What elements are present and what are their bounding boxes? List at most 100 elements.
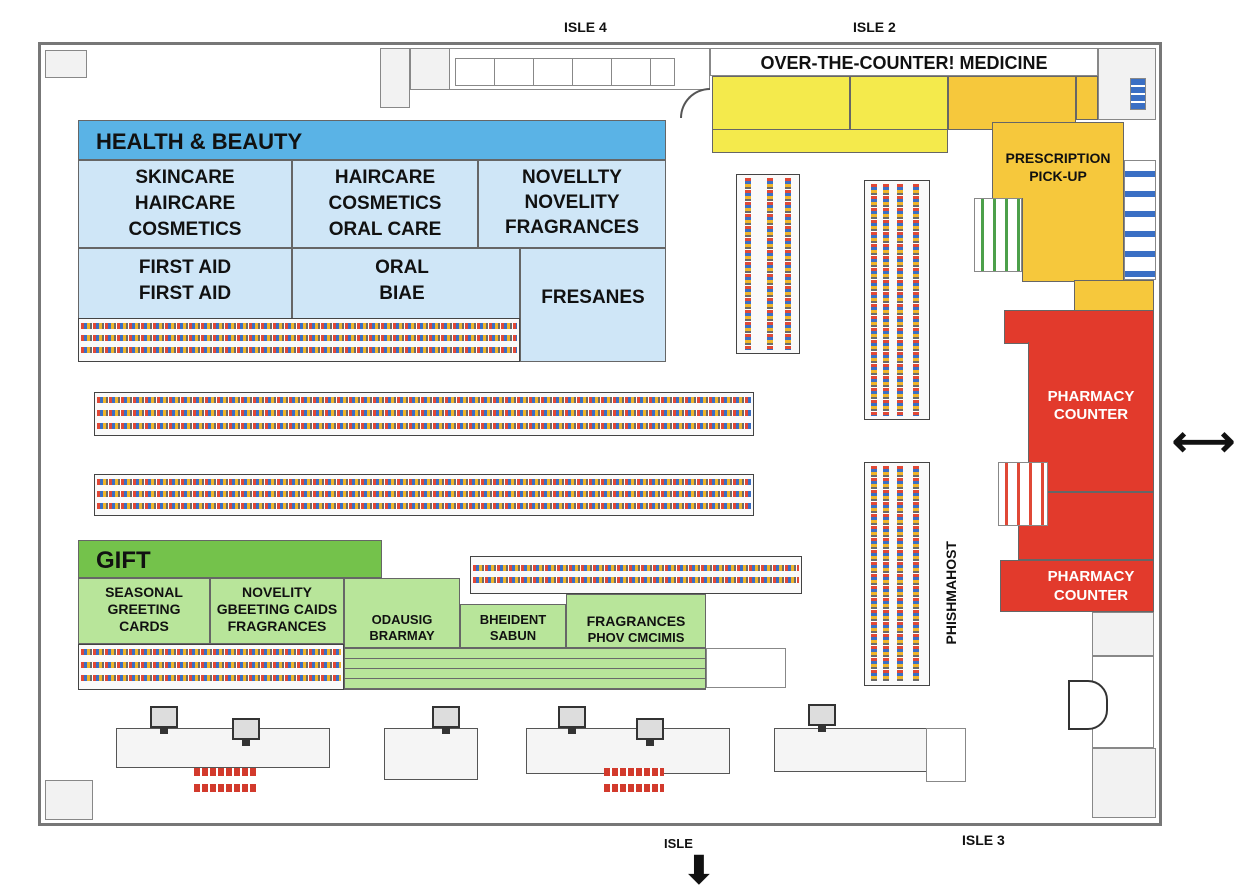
hb-haircare-line-1: HAIRCARE	[334, 167, 436, 188]
corner-fixture-top-left	[45, 50, 87, 78]
pharmacy-counter-lower-label-1: PHARMACY	[1047, 568, 1135, 585]
gift-title: GIFT	[96, 547, 151, 574]
hb-first-aid-line-2: FIRST AID	[138, 283, 232, 304]
gift-novelty-line-3: FRAGRANCES	[227, 618, 327, 634]
vertical-shelf-2	[864, 180, 930, 420]
pharmacy-counter-lower-label-2: COUNTER	[1053, 587, 1129, 604]
otc-header-box	[710, 48, 1098, 76]
gift-seasonal-line-2: GREETING	[107, 601, 181, 617]
otc-zone-orange-block	[948, 76, 1076, 130]
prescription-corridor-zone	[1074, 280, 1154, 312]
gift-cell-sabun[interactable]	[460, 604, 566, 648]
cash-register-icon	[808, 704, 836, 732]
down-arrow-icon[interactable]: ⬇	[683, 850, 715, 892]
corner-fixture-bottom-right	[1092, 748, 1156, 818]
prescription-shelf-left	[974, 198, 1022, 272]
top-storage-block-3	[455, 58, 675, 86]
checkout-4-side-box	[926, 728, 966, 782]
hb-novelty-line-2: NOVELITY	[524, 192, 620, 213]
hb-bottom-shelf	[78, 318, 520, 362]
hb-oral-line-2: BIAE	[379, 283, 425, 304]
vertical-sign-text: PHISHMAHOST	[942, 541, 959, 645]
store-outer-wall	[38, 42, 1162, 826]
otc-zone-cell-1	[712, 76, 850, 130]
hb-skincare-line-2: HAIRCARE	[134, 193, 236, 214]
checkout-3-product-strip-2	[604, 784, 664, 792]
otc-zone-orange-block-2	[1076, 76, 1098, 120]
top-storage-block-1	[380, 48, 410, 108]
gift-header	[78, 540, 382, 578]
hb-cell-haircare[interactable]	[292, 160, 478, 248]
gift-sabun-line-2: SABUN	[489, 628, 537, 643]
hb-novelty-line-1: NOVELLTY	[522, 167, 622, 188]
pharmacy-counter-upper[interactable]	[1004, 310, 1154, 344]
checkout-counter-3[interactable]	[526, 728, 730, 774]
cash-register-icon	[150, 706, 178, 734]
gift-cell-seasonal[interactable]	[78, 578, 210, 644]
cash-register-icon	[558, 706, 586, 734]
otc-medicine-title: OVER-THE-COUNTER! MEDICINE	[760, 53, 1048, 73]
vertical-shelf-3	[864, 462, 930, 686]
aisle-shelf-3	[470, 556, 802, 594]
checkout-1-product-strip	[194, 768, 258, 776]
otc-zone-cell-2	[850, 76, 948, 130]
top-storage-block-2	[410, 48, 450, 90]
hb-cell-first-aid[interactable]	[78, 248, 292, 320]
hb-fresanes-line-1: FRESANES	[541, 287, 645, 308]
aisle-label-isle-4: ISLE 4	[564, 19, 607, 35]
hb-oral-line-1: ORAL	[375, 257, 429, 278]
hb-skincare-line-3: COSMETICS	[128, 219, 242, 240]
door-swing-right[interactable]	[1068, 680, 1108, 730]
prescription-shelf-right	[1124, 160, 1156, 280]
gift-cell-bridal[interactable]	[344, 578, 460, 648]
checkout-1-product-strip-2	[194, 784, 258, 792]
gift-seasonal-line-3: CARDS	[119, 618, 169, 634]
checkout-counter-2[interactable]	[384, 728, 478, 780]
gift-bridal-line-1: ODAUSIG	[371, 612, 433, 627]
double-arrow-icon[interactable]: ⟷	[1172, 417, 1236, 466]
health-beauty-header	[78, 120, 666, 160]
otc-side-product	[1130, 78, 1146, 110]
otc-side-fixture	[1098, 48, 1156, 120]
gift-bottom-shelf	[78, 644, 344, 690]
cash-register-icon	[636, 718, 664, 746]
gift-cell-fragrances[interactable]	[566, 594, 706, 648]
aisle-shelf-1	[94, 392, 754, 436]
hb-novelty-line-3: FRAGRANCES	[504, 217, 640, 238]
prescription-lower-zone	[1022, 198, 1124, 282]
hb-cell-novelty[interactable]	[478, 160, 666, 248]
hb-haircare-line-2: COSMETICS	[328, 193, 442, 214]
gift-seasonal-line-1: SEASONAL	[105, 584, 183, 600]
prescription-pickup-label-2: PICK-UP	[1029, 168, 1087, 184]
pharmacy-counter-upper-label-2: COUNTER	[1053, 406, 1129, 423]
health-beauty-title: HEALTH & BEAUTY	[96, 129, 303, 154]
gift-fragrances-line-2: PHOV CMCIMIS	[587, 630, 685, 645]
pharmacy-counter-upper-body[interactable]	[1028, 342, 1154, 492]
gift-cell-novelty[interactable]	[210, 578, 344, 644]
hb-first-aid-line-1: FIRST AID	[138, 257, 232, 278]
pharmacy-side-shelf	[998, 462, 1048, 526]
gift-fragrances-line-1: FRAGRANCES	[586, 613, 686, 629]
gift-sabun-line-1: BHEIDENT	[479, 612, 547, 627]
pharmacy-counter-upper-label-1: PHARMACY	[1047, 388, 1135, 405]
gift-novelty-line-1: NOVELITY	[241, 584, 312, 600]
cash-register-icon	[232, 718, 260, 746]
hb-haircare-line-3: ORAL CARE	[328, 219, 442, 240]
right-wall-block-1	[1092, 612, 1154, 656]
cash-register-icon	[432, 706, 460, 734]
aisle-shelf-2	[94, 474, 754, 516]
hb-cell-fresanes[interactable]	[520, 248, 666, 362]
checkout-3-product-strip	[604, 768, 664, 776]
aisle-label-isle-2: ISLE 2	[853, 19, 896, 35]
checkout-counter-1[interactable]	[116, 728, 330, 768]
corner-fixture-bottom-left	[45, 780, 93, 820]
hb-skincare-line-1: SKINCARE	[135, 167, 235, 188]
gift-side-fixture	[706, 648, 786, 688]
pharmacy-counter-lower[interactable]	[1000, 560, 1154, 612]
hb-cell-skincare[interactable]	[78, 160, 292, 248]
hb-cell-oral[interactable]	[292, 248, 520, 320]
aisle-label-isle-bottom: ISLE	[664, 836, 693, 851]
vertical-shelf-1	[736, 174, 800, 354]
gift-bottom-grid	[344, 648, 706, 690]
aisle-label-isle-3: ISLE 3	[962, 832, 1005, 848]
